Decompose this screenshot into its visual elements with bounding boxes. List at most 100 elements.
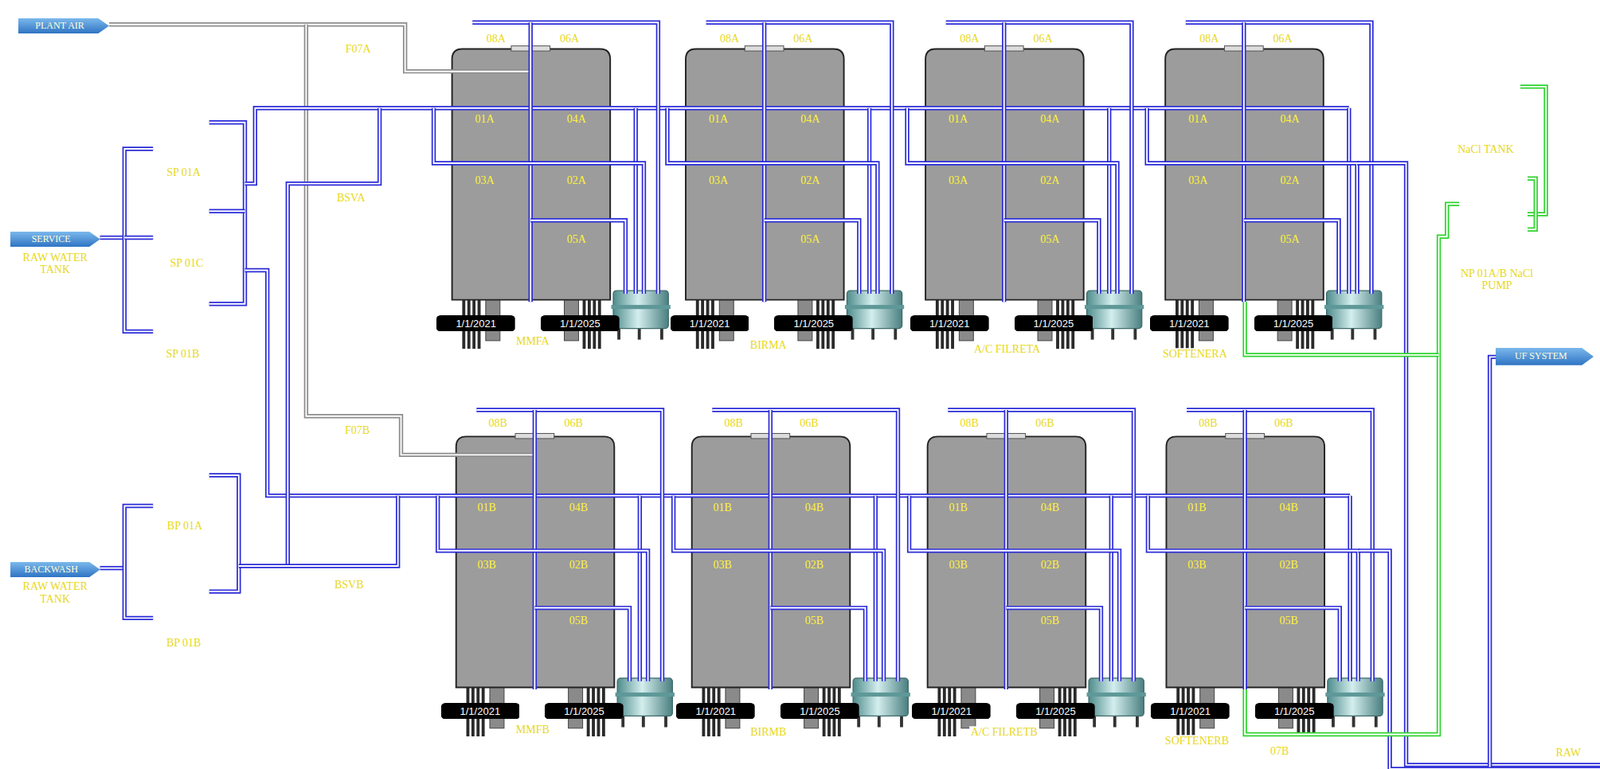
box-fill xyxy=(1014,315,1094,333)
pump-band xyxy=(1325,692,1385,697)
pipe xyxy=(1147,496,1358,682)
box-fill xyxy=(910,315,990,333)
pipe xyxy=(1348,108,1350,294)
pipe xyxy=(438,496,649,682)
pipe xyxy=(534,608,630,682)
date-text: 1/1/2021 xyxy=(1169,317,1210,330)
date-text: 1/1/2025 xyxy=(559,317,601,330)
pipe xyxy=(472,22,658,294)
valve-tag: 02A xyxy=(798,174,822,187)
air-pipe xyxy=(305,24,533,456)
equipment-tag: SP 01C xyxy=(168,257,206,270)
pipe xyxy=(238,496,399,567)
arrow-fill xyxy=(1495,348,1594,366)
pipe xyxy=(530,220,626,294)
pipe xyxy=(245,270,1351,497)
pipe xyxy=(909,496,1120,682)
equipment-tag: 08A xyxy=(958,32,981,45)
date-box: 1/1/2021 xyxy=(1150,703,1230,720)
pipe xyxy=(1147,496,1358,682)
valve-tag: 05A xyxy=(1278,233,1301,246)
equipment-tag: F07B xyxy=(343,424,372,437)
valve-tag: 01A xyxy=(707,113,730,126)
equipment-tag: 06B xyxy=(798,417,820,430)
pipe xyxy=(1244,608,1340,682)
pipe xyxy=(1349,496,1351,682)
tag-text: BACKWASH xyxy=(24,563,87,576)
pipe xyxy=(770,608,865,682)
equipment-tag: 06A xyxy=(791,32,814,45)
date-box: 1/1/2025 xyxy=(540,315,620,333)
unit-name: A/C FILRETB xyxy=(969,726,1040,739)
date-text: 1/1/2021 xyxy=(1169,705,1211,718)
equipment-tag: 08B xyxy=(487,417,509,430)
equipment-tag: 06A xyxy=(1271,32,1294,45)
equipment-tag: 08B xyxy=(958,417,981,430)
date-box: 1/1/2021 xyxy=(1150,315,1229,333)
date-text: 1/1/2021 xyxy=(689,317,731,330)
valve-tag: 03A xyxy=(707,174,730,187)
pipe xyxy=(287,108,380,567)
date-text: 1/1/2021 xyxy=(460,705,501,718)
pipe xyxy=(634,108,637,294)
equipment-tag: BP 01A xyxy=(165,520,204,533)
pump-band xyxy=(1084,305,1144,310)
pipe xyxy=(209,209,246,214)
pipe xyxy=(434,108,645,294)
valve-tag: 02B xyxy=(567,559,590,572)
valve-tag: 05A xyxy=(1038,233,1061,246)
valve-tag: 05B xyxy=(1039,615,1061,628)
date-box: 1/1/2021 xyxy=(911,703,991,720)
valve-tag: 05A xyxy=(798,233,822,246)
valve-tag: 04A xyxy=(565,113,588,126)
pipe xyxy=(1357,163,1600,766)
arrow-fill xyxy=(18,18,110,34)
box-fill xyxy=(911,703,991,720)
pipe xyxy=(124,237,153,239)
date-box: 1/1/2025 xyxy=(1254,315,1334,333)
unit-name: SOFTENERA xyxy=(1161,348,1229,360)
pipe xyxy=(868,108,871,294)
arrow-tag: BACKWASH xyxy=(10,562,101,578)
unit-name: SOFTENERB xyxy=(1163,735,1231,748)
arrow-fill xyxy=(10,231,101,247)
equipment-tag: 06B xyxy=(1033,417,1056,430)
pipe xyxy=(770,608,865,682)
date-text: 1/1/2021 xyxy=(931,705,972,718)
pump-leg xyxy=(1135,715,1139,728)
pipe xyxy=(1244,220,1339,294)
pipe xyxy=(1005,608,1101,682)
pump-leg xyxy=(1133,327,1137,340)
pump-band xyxy=(610,305,670,310)
pump-band xyxy=(851,692,911,697)
valve-tag: 03A xyxy=(473,174,497,187)
pipe xyxy=(124,505,153,619)
pipe xyxy=(472,22,658,294)
pipe xyxy=(946,22,1132,294)
pipe xyxy=(245,108,1350,184)
equipment-tag: 06A xyxy=(558,32,581,45)
pump-body xyxy=(1327,678,1383,716)
valve-tag: 03B xyxy=(475,559,497,572)
pipe xyxy=(238,496,399,567)
pipe xyxy=(100,566,126,571)
pipe xyxy=(245,108,1350,184)
pipe xyxy=(100,237,126,239)
pipe xyxy=(434,108,645,294)
pipe xyxy=(209,475,239,592)
brine-pipe xyxy=(1244,203,1460,735)
pipe xyxy=(476,410,662,682)
date-box: 1/1/2021 xyxy=(910,315,990,333)
equipment-tag: NP 01A/B NaCl PUMP xyxy=(1459,267,1536,293)
air-pipe xyxy=(305,24,533,456)
pipe xyxy=(476,410,662,682)
valve-tag: 05B xyxy=(1278,615,1300,628)
pump-leg xyxy=(664,715,668,728)
pipe xyxy=(907,108,1118,294)
pipe xyxy=(711,410,898,682)
valve-tag: 01B xyxy=(946,501,969,514)
pipe xyxy=(1146,108,1358,294)
date-box: 1/1/2021 xyxy=(676,703,756,720)
pipe xyxy=(1108,108,1111,294)
